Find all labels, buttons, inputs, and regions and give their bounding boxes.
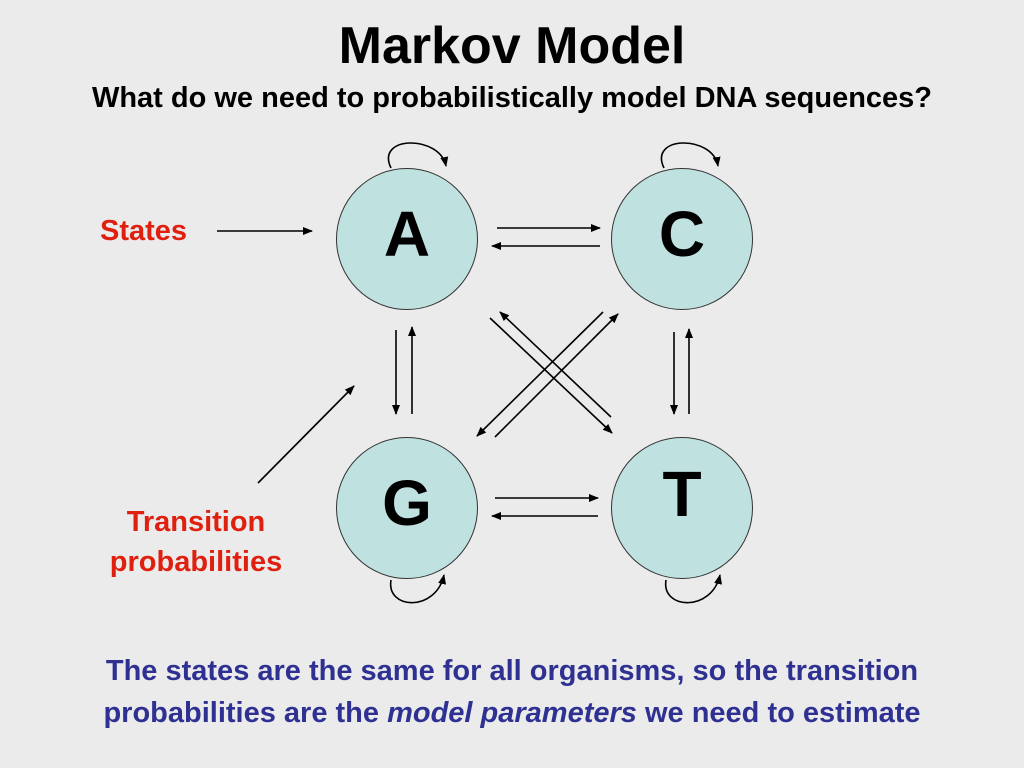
footer-line1: The states are the same for all organism…: [105, 655, 919, 687]
footer-line2-before: probabilities are the: [103, 697, 388, 729]
self-loop-t: [665, 574, 722, 604]
self-loop-c: [660, 142, 721, 169]
footer-emphasis: model parameters: [387, 697, 637, 729]
transition-pointer-arrow: [257, 385, 355, 484]
state-node-g: G: [336, 437, 478, 579]
transition-label-line2: probabilities: [109, 546, 283, 578]
footer-text: The states are the same for all organism…: [0, 650, 1024, 734]
slide-subtitle: What do we need to probabilistically mod…: [91, 82, 933, 114]
slide-title: Markov Model: [338, 17, 686, 75]
states-label: States: [100, 215, 188, 247]
footer-line2-after: we need to estimate: [636, 697, 921, 729]
self-loop-g: [390, 574, 446, 604]
state-node-t: T: [611, 437, 753, 579]
self-loop-a: [387, 142, 449, 169]
arrow-t-to-a: [499, 311, 612, 418]
footer-line2: probabilities are the model parameters w…: [0, 692, 1024, 734]
arrow-a-to-t: [489, 317, 613, 434]
transition-label-line1: Transition: [126, 506, 266, 538]
state-node-c: C: [611, 168, 753, 310]
state-node-a: A: [336, 168, 478, 310]
transition-probabilities-label: Transition probabilities: [86, 502, 306, 582]
arrow-g-to-c: [494, 313, 619, 438]
arrow-c-to-g: [476, 311, 604, 437]
